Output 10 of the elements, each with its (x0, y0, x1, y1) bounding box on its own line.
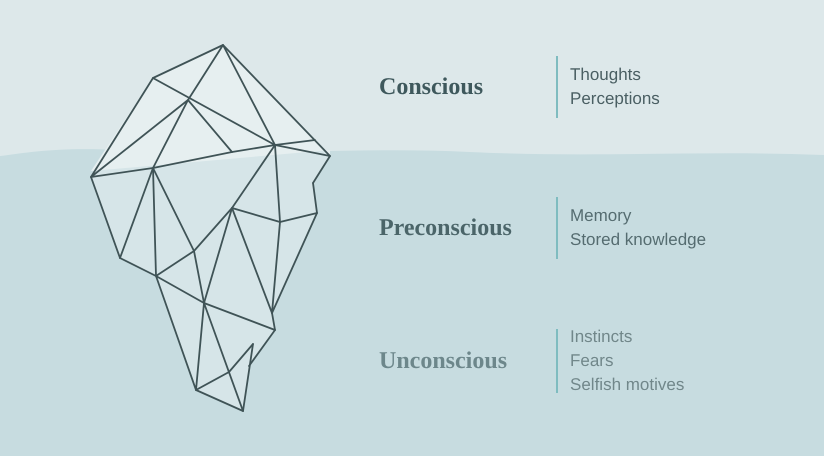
level-item: Selfish motives (570, 374, 684, 396)
level-item: Fears (570, 350, 614, 372)
level-item: Instincts (570, 326, 634, 348)
level-heading: Conscious (379, 73, 484, 102)
level-item: Thoughts (570, 64, 642, 86)
level-item: Perceptions (570, 88, 660, 110)
level-heading: Preconscious (379, 214, 513, 243)
level-item: Memory (570, 205, 632, 227)
level-item: Stored knowledge (570, 229, 706, 251)
level-heading: Unconscious (379, 347, 508, 376)
